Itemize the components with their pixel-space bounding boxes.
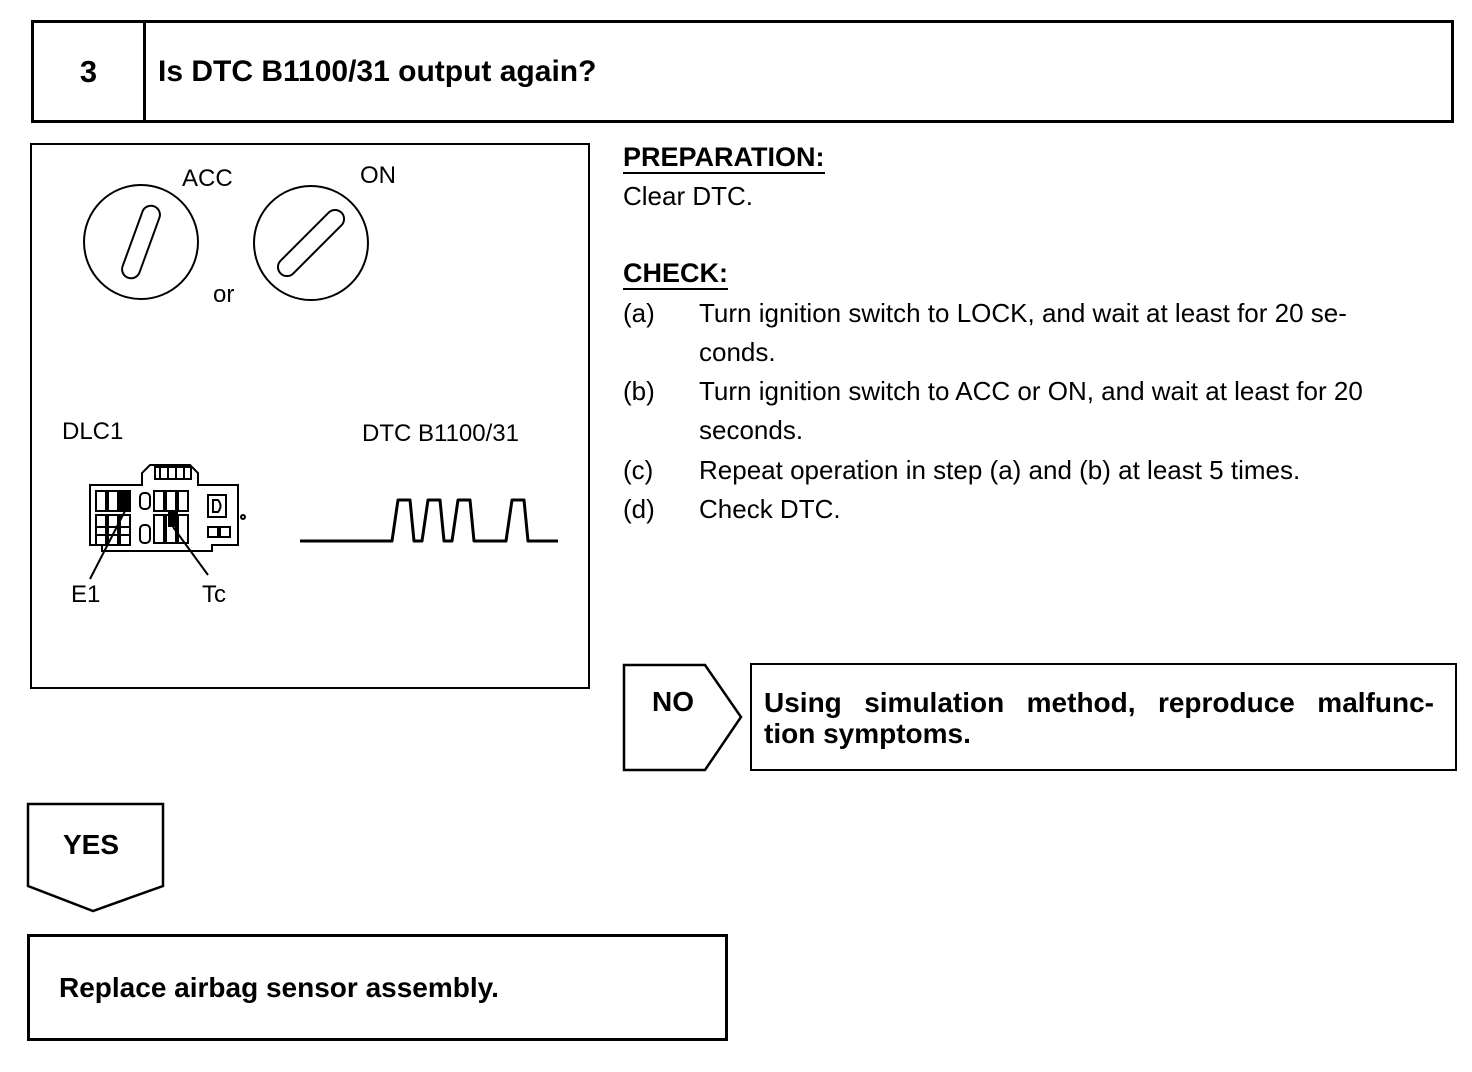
e1-leader-line bbox=[89, 510, 126, 580]
tc-terminal-marker bbox=[168, 511, 178, 527]
check-step-letter: (d) bbox=[623, 494, 655, 524]
check-step-text-cont: seconds. bbox=[699, 415, 804, 445]
key-on-icon bbox=[253, 185, 369, 301]
dlc1-label: DLC1 bbox=[62, 418, 124, 445]
check-step-letter: (c) bbox=[623, 455, 654, 485]
acc-label: ACC bbox=[182, 165, 233, 192]
or-label: or bbox=[213, 281, 235, 308]
yes-result-box: Replace airbag sensor assembly. bbox=[27, 934, 728, 1041]
no-arrow-icon bbox=[622, 663, 743, 772]
check-step-c: (c) Repeat operation in step (a) and (b)… bbox=[623, 451, 1469, 490]
check-step-text-cont: conds. bbox=[699, 337, 776, 367]
no-result-text: Using simulation method, reproduce malfu… bbox=[764, 687, 1434, 749]
yes-label: YES bbox=[63, 829, 120, 860]
step-number: 3 bbox=[34, 23, 146, 120]
yes-arrow-icon bbox=[26, 802, 165, 913]
step-question: Is DTC B1100/31 output again? bbox=[158, 54, 597, 88]
preparation-heading: PREPARATION: bbox=[623, 142, 825, 174]
check-step-text: Check DTC. bbox=[699, 494, 841, 524]
e1-label: E1 bbox=[71, 581, 101, 608]
dlc1-connector-icon bbox=[89, 464, 246, 552]
waveform-label: DTC B1100/31 bbox=[362, 420, 519, 447]
check-step-b: (b) Turn ignition switch to ACC or ON, a… bbox=[623, 372, 1469, 450]
check-step-letter: (a) bbox=[623, 298, 655, 328]
step-header: 3 Is DTC B1100/31 output again? bbox=[31, 20, 1454, 123]
e1-terminal-marker bbox=[120, 491, 130, 511]
check-step-a: (a) Turn ignition switch to LOCK, and wa… bbox=[623, 294, 1469, 372]
illustration-drawing bbox=[83, 184, 558, 580]
illustration-panel: ACC ON or DLC1 DTC B1100/31 E1 Tc bbox=[30, 143, 590, 689]
tc-leader-line bbox=[172, 526, 209, 576]
yes-result-text: Replace airbag sensor assembly. bbox=[59, 972, 499, 1003]
check-heading: CHECK: bbox=[623, 258, 728, 290]
on-label: ON bbox=[360, 162, 396, 189]
check-step-text: Turn ignition switch to ACC or ON, and w… bbox=[699, 376, 1363, 406]
check-step-d: (d) Check DTC. bbox=[623, 490, 1469, 529]
check-step-letter: (b) bbox=[623, 376, 655, 406]
tc-label: Tc bbox=[202, 581, 226, 608]
check-step-text: Repeat operation in step (a) and (b) at … bbox=[699, 455, 1301, 485]
no-label: NO bbox=[652, 686, 694, 717]
preparation-text: Clear DTC. bbox=[623, 181, 754, 211]
key-acc-icon bbox=[83, 184, 199, 300]
no-result-box: Using simulation method, reproduce malfu… bbox=[750, 663, 1457, 771]
check-step-text: Turn ignition switch to LOCK, and wait a… bbox=[699, 298, 1347, 328]
dtc-waveform bbox=[300, 498, 558, 543]
